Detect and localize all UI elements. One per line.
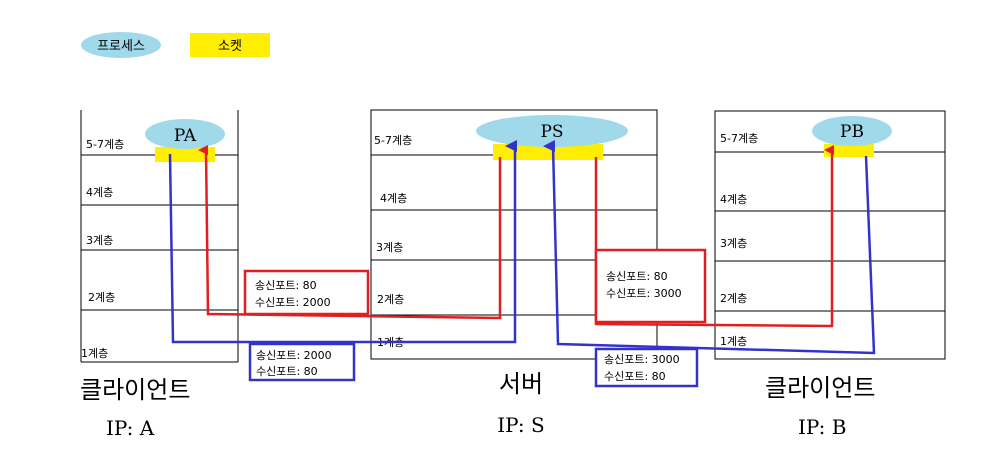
destination-port: 수신포트: 3000 xyxy=(606,287,682,300)
layer-label: 4계층 xyxy=(720,193,747,206)
destination-port: 수신포트: 80 xyxy=(256,365,318,378)
host-b-stack: 5-7계층 4계층 3계층 2계층 1계층 PB 클라이언트 IP: B xyxy=(714,110,946,439)
destination-port: 수신포트: 2000 xyxy=(255,296,331,309)
source-port: 송신포트: 3000 xyxy=(604,353,680,366)
layer-label: 2계층 xyxy=(88,291,115,304)
layer-label: 1계층 xyxy=(81,347,108,360)
process-pb-label: PB xyxy=(840,122,864,142)
request-a-to-s-path xyxy=(168,140,517,344)
port-box-a-request: 송신포트: 2000 수신포트: 80 xyxy=(248,342,356,382)
layer-label: 3계층 xyxy=(86,234,113,247)
server-ip: IP: S xyxy=(497,413,544,437)
layer-label: 4계층 xyxy=(380,192,407,205)
process-pb xyxy=(812,116,892,146)
legend-process-label: 프로세스 xyxy=(97,39,145,54)
layer-label: 2계층 xyxy=(720,292,747,305)
server-name: 서버 xyxy=(499,370,543,398)
server-stack: 5-7계층 4계층 3계층 2계층 1계층 PS 서버 IP: S xyxy=(370,109,658,437)
source-port: 송신포트: 80 xyxy=(255,279,317,292)
host-a-ip: IP: A xyxy=(106,416,155,440)
layer-label: 3계층 xyxy=(376,241,403,254)
host-a-stack: 5-7계층 4계층 3계층 2계층 1계층 PA 클라이언트 IP: A xyxy=(80,110,239,440)
process-pa-label: PA xyxy=(174,126,197,146)
host-b-name: 클라이언트 xyxy=(765,374,875,402)
host-a-name: 클라이언트 xyxy=(80,376,190,404)
legend-socket-swatch xyxy=(190,33,270,57)
request-b-to-s-path xyxy=(543,139,876,355)
legend: 프로세스 소켓 xyxy=(81,32,270,58)
port-box-b-response: 송신포트: 80 수신포트: 3000 xyxy=(594,248,707,324)
legend-socket-label: 소켓 xyxy=(218,39,242,54)
host-b-ip: IP: B xyxy=(798,415,846,439)
layer-label: 4계층 xyxy=(86,186,113,199)
legend-process-swatch xyxy=(81,32,161,58)
process-ps-label: PS xyxy=(540,122,563,142)
layer-label: 5-7계층 xyxy=(720,132,758,145)
layer-label: 5-7계층 xyxy=(374,134,412,147)
layer-label: 1계층 xyxy=(720,335,747,348)
layer-label: 3계층 xyxy=(720,237,747,250)
socket-b xyxy=(824,144,874,157)
layer-label: 2계층 xyxy=(377,293,404,306)
layer-label: 5-7계층 xyxy=(86,138,124,151)
socket-s xyxy=(493,144,603,160)
process-pa xyxy=(145,119,225,149)
source-port: 송신포트: 2000 xyxy=(256,349,332,362)
source-port: 송신포트: 80 xyxy=(606,270,668,283)
port-box-b-request: 송신포트: 3000 수신포트: 80 xyxy=(594,347,699,388)
port-box-a-response: 송신포트: 80 수신포트: 2000 xyxy=(243,269,370,316)
response-s-to-b-path xyxy=(594,145,834,328)
destination-port: 수신포트: 80 xyxy=(604,370,666,383)
process-ps xyxy=(476,115,628,147)
response-s-to-a-path xyxy=(198,144,502,320)
